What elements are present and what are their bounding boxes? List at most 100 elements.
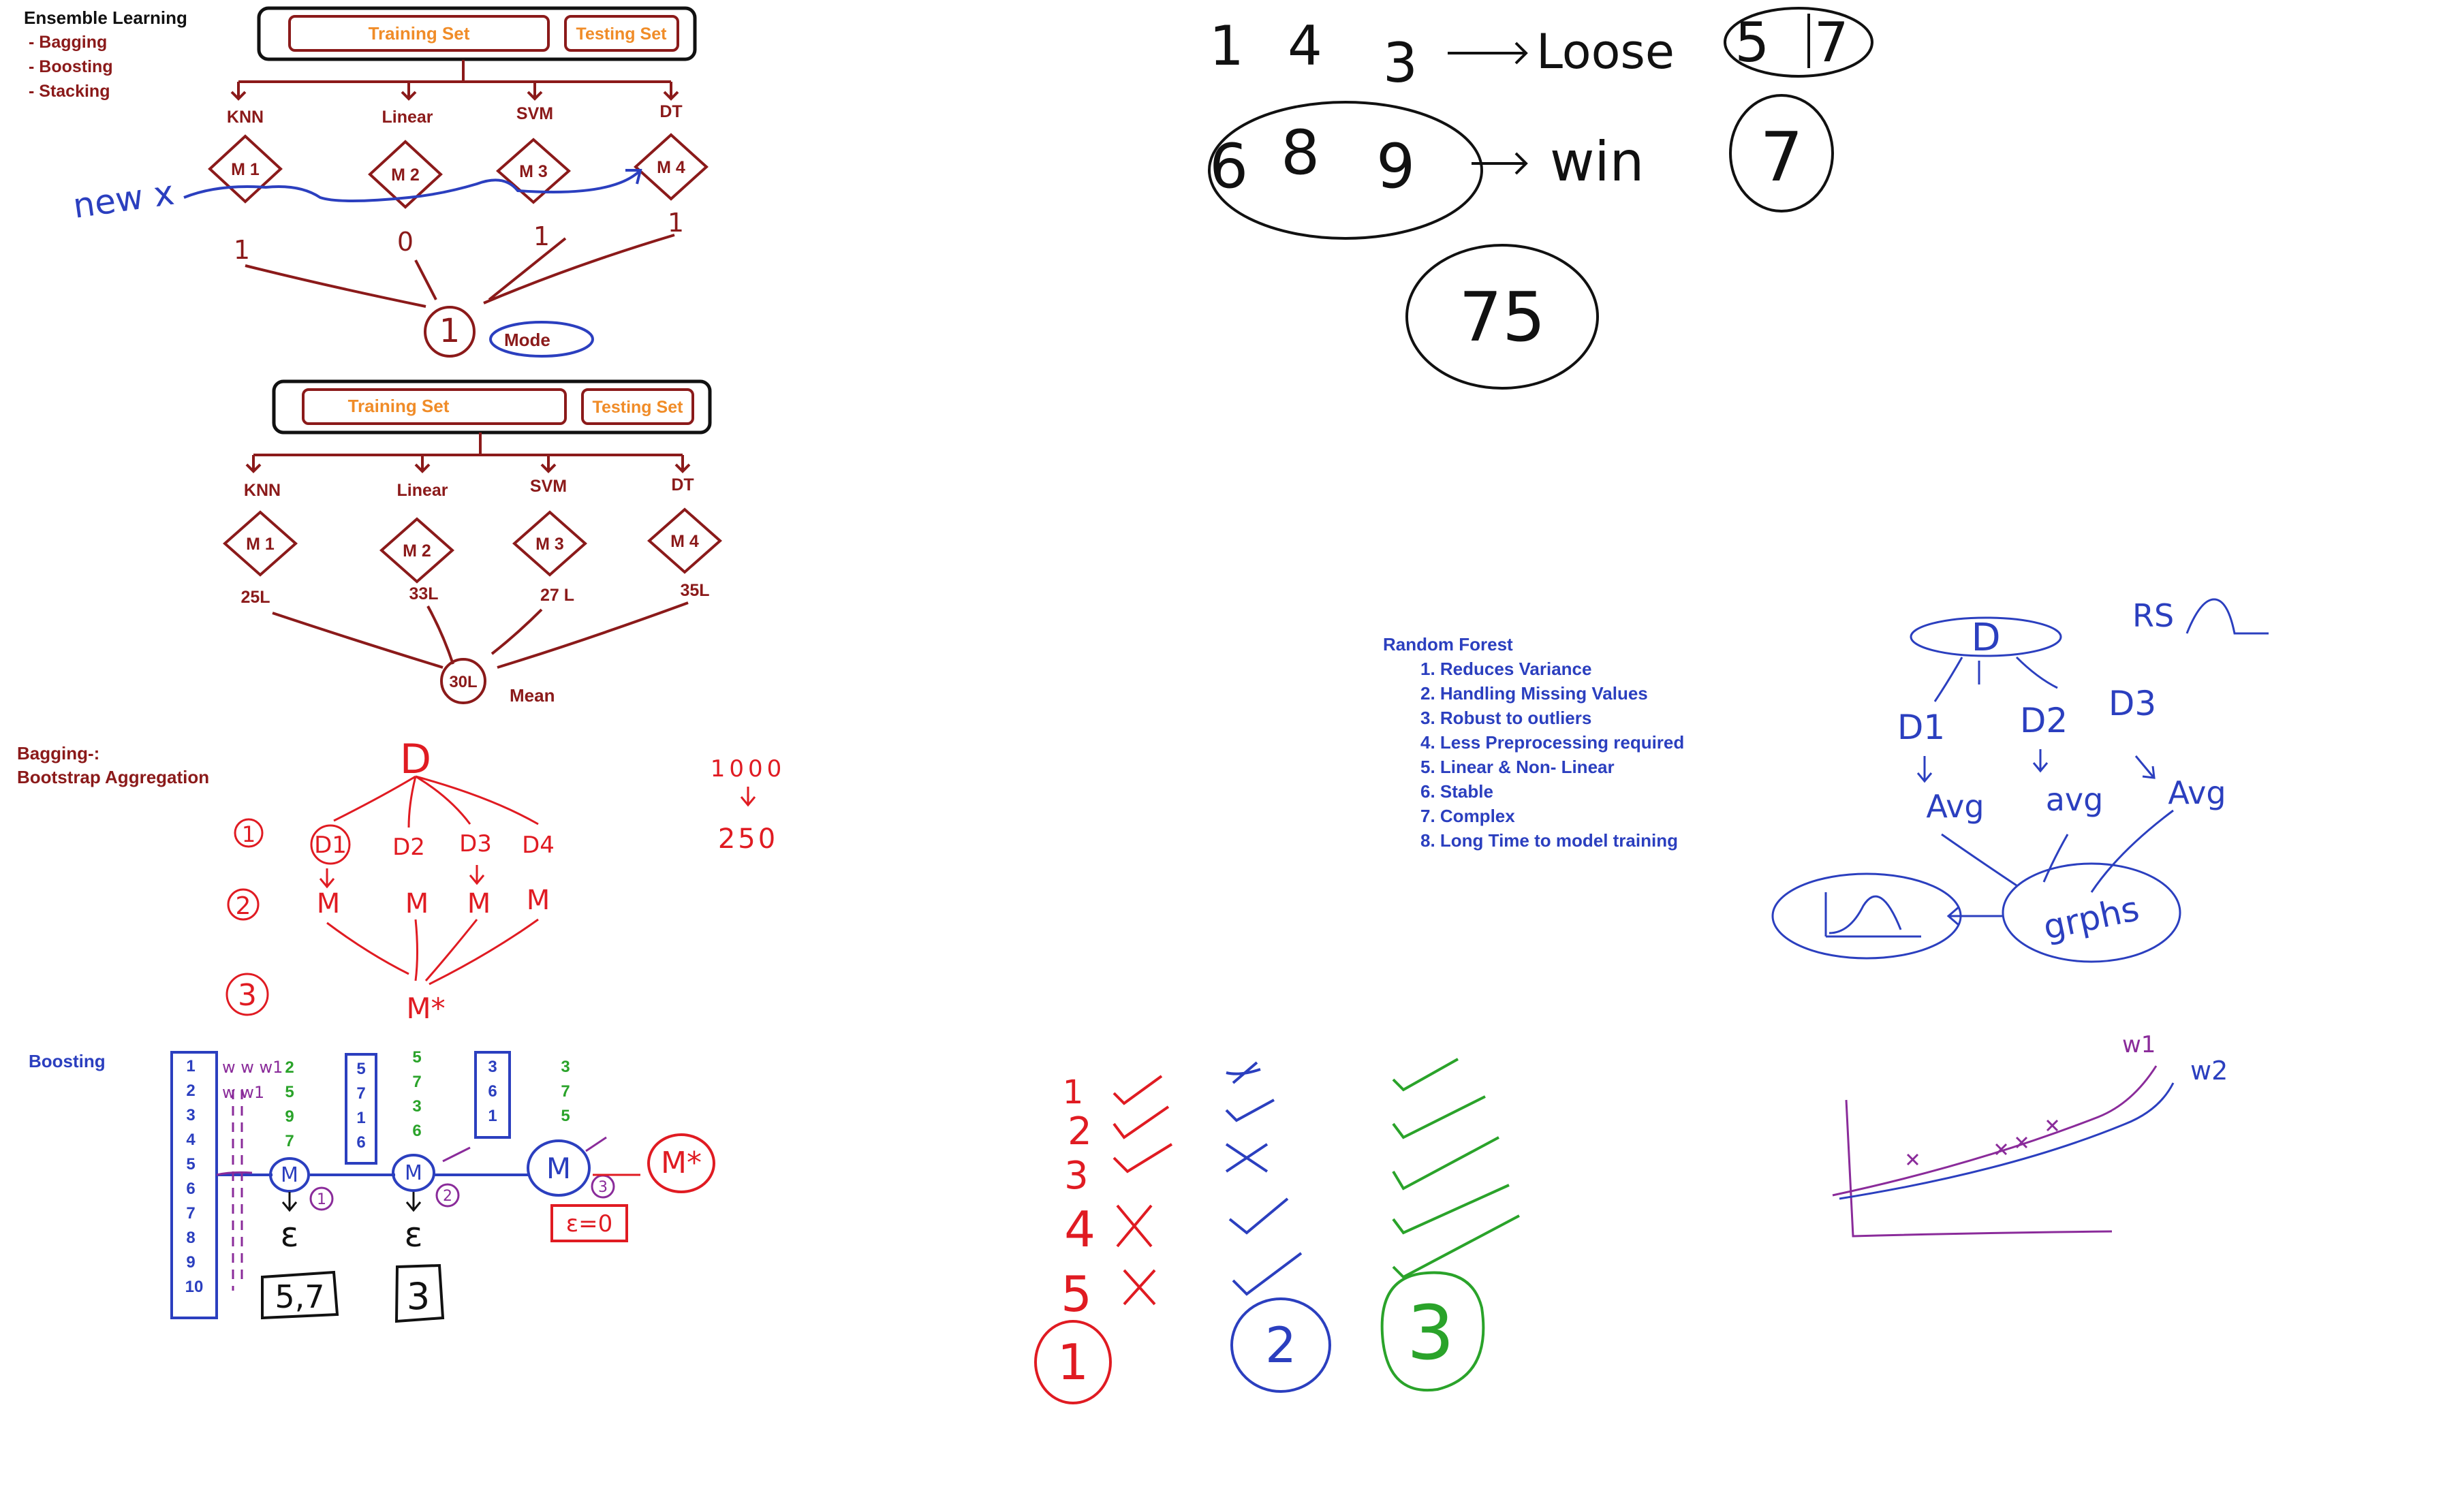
game-diagram — [1208, 7, 1873, 390]
aggregate-branches — [326, 918, 539, 986]
rf-subset-d1: D1 — [1897, 708, 1945, 747]
wrong2-a: 5 — [412, 1048, 421, 1067]
reg-algo-knn: KNN — [244, 481, 281, 500]
training-set-box-2 — [302, 388, 567, 425]
boost-model-2: M — [405, 1161, 422, 1185]
step-circle-1 — [234, 818, 264, 848]
rf-graph-ellipse — [1771, 872, 1962, 960]
prediction-3: 1 — [533, 221, 550, 251]
boost-num-2: 2 — [443, 1188, 452, 1205]
rf-avg-1: Avg — [1926, 788, 1984, 825]
rf-split-lines — [1933, 656, 2058, 702]
wrong1-d: 7 — [285, 1132, 294, 1150]
game-row2-b: 8 — [1281, 117, 1320, 189]
bag-step-1: 1 — [242, 821, 255, 847]
error-box-3-value: ε=0 — [566, 1210, 613, 1238]
records-box — [170, 1051, 218, 1319]
error-box-3 — [550, 1204, 628, 1242]
record-6: 6 — [186, 1180, 195, 1198]
algo-label-knn: KNN — [227, 108, 264, 127]
model-label-1: M 1 — [231, 160, 260, 179]
testing-set-label-2: Testing Set — [593, 398, 684, 417]
set2-list: 5 7 1 6 — [356, 1060, 365, 1152]
set2-d: 6 — [356, 1133, 365, 1152]
testing-set-label: Testing Set — [576, 25, 668, 44]
new-input-label: new x — [71, 173, 176, 226]
set3-b: 6 — [488, 1082, 497, 1101]
sample-count-to: 250 — [718, 823, 778, 855]
line-w1 — [1832, 1065, 2158, 1197]
mean-lines — [272, 601, 689, 669]
prediction-4: 1 — [668, 208, 684, 238]
game-row2-c: 9 — [1376, 131, 1415, 202]
set2-c: 1 — [356, 1109, 365, 1127]
weights-row-2: w w1 — [222, 1083, 264, 1102]
result-circle — [424, 306, 476, 358]
bag-step-2: 2 — [236, 892, 251, 920]
rf-graphs-ellipse — [2002, 862, 2181, 963]
rf-item-2: 2. Handling Missing Values — [1420, 683, 1648, 704]
vote-result-3: 3 — [1407, 1289, 1454, 1376]
sample-size-arrow — [740, 787, 756, 807]
set2-box — [345, 1053, 377, 1165]
reg-diamond-3 — [512, 510, 588, 577]
game-loose: Loose — [1536, 24, 1675, 80]
rf-dataset-ellipse — [1910, 616, 2062, 657]
boost-purple-ticks — [442, 1136, 607, 1163]
votes-col3-ticks — [1392, 1058, 1520, 1279]
wrong3-a: 3 — [561, 1058, 570, 1076]
weights-row-1: w w w1 — [222, 1058, 283, 1077]
model-diamond-1 — [208, 134, 283, 204]
branch-arrows-2 — [245, 463, 691, 473]
boost-num-circle-2 — [435, 1183, 460, 1208]
prediction-2: 0 — [397, 227, 414, 257]
bag-model-3: M — [467, 888, 491, 919]
sample-d2: D2 — [392, 834, 425, 861]
game-score: 5 7 — [1734, 11, 1862, 74]
reg-algo-linear: Linear — [396, 481, 448, 500]
step-circle-3 — [225, 973, 269, 1016]
reg-algo-svm: SVM — [530, 477, 567, 496]
votes-col1-crosses — [1116, 1204, 1156, 1306]
bag-model-2: M — [405, 888, 429, 919]
model-diamond-3 — [495, 138, 572, 204]
training-set-box — [288, 15, 550, 52]
aggregate-mean: Mean — [510, 685, 555, 706]
branch-lines-2 — [252, 432, 684, 470]
error-box-2 — [394, 1263, 445, 1323]
win-arrow — [1472, 152, 1528, 175]
vote-row-4: 4 — [1064, 1201, 1095, 1258]
rf-subset-d3: D3 — [2109, 684, 2156, 723]
wrong2-d: 6 — [412, 1122, 421, 1140]
algo-label-linear: Linear — [382, 108, 433, 127]
boosting-title: Boosting — [29, 1051, 106, 1071]
bootstrap-branches — [333, 775, 539, 828]
model-label-4: M 4 — [657, 158, 685, 177]
bagging-subtitle: Bootstrap Aggregation — [17, 767, 209, 787]
weight-link — [216, 1171, 253, 1176]
rf-item-8: 8. Long Time to model training — [1420, 830, 1678, 851]
model-diamond-4 — [634, 133, 709, 201]
record-5: 5 — [186, 1155, 195, 1174]
rf-merge-lines — [1941, 809, 2174, 893]
record-10: 10 — [185, 1278, 204, 1296]
game-row1-a: 1 — [1209, 14, 1244, 78]
rf-item-1: 1. Reduces Variance — [1420, 659, 1591, 679]
model-diamond-2 — [368, 140, 443, 209]
set3-box — [474, 1051, 511, 1139]
set3-a: 3 — [488, 1058, 497, 1076]
bagging-diagram — [225, 775, 756, 1016]
boost-num-circle-1 — [309, 1186, 334, 1211]
line-w2 — [1839, 1082, 2175, 1200]
mean-result-value: 30L — [449, 673, 477, 691]
reg-prediction-4: 35L — [680, 581, 709, 600]
rf-graph-curve — [1824, 892, 1921, 938]
loose-arrow — [1448, 42, 1528, 65]
game-row1-b: 4 — [1288, 14, 1322, 78]
branch-arrows — [230, 91, 679, 101]
boost-num-3: 3 — [598, 1179, 608, 1196]
record-4: 4 — [186, 1131, 196, 1149]
boost-model-3: M — [546, 1152, 571, 1185]
boost-model-3-circle — [527, 1139, 591, 1197]
seven-ellipse — [1729, 94, 1834, 212]
